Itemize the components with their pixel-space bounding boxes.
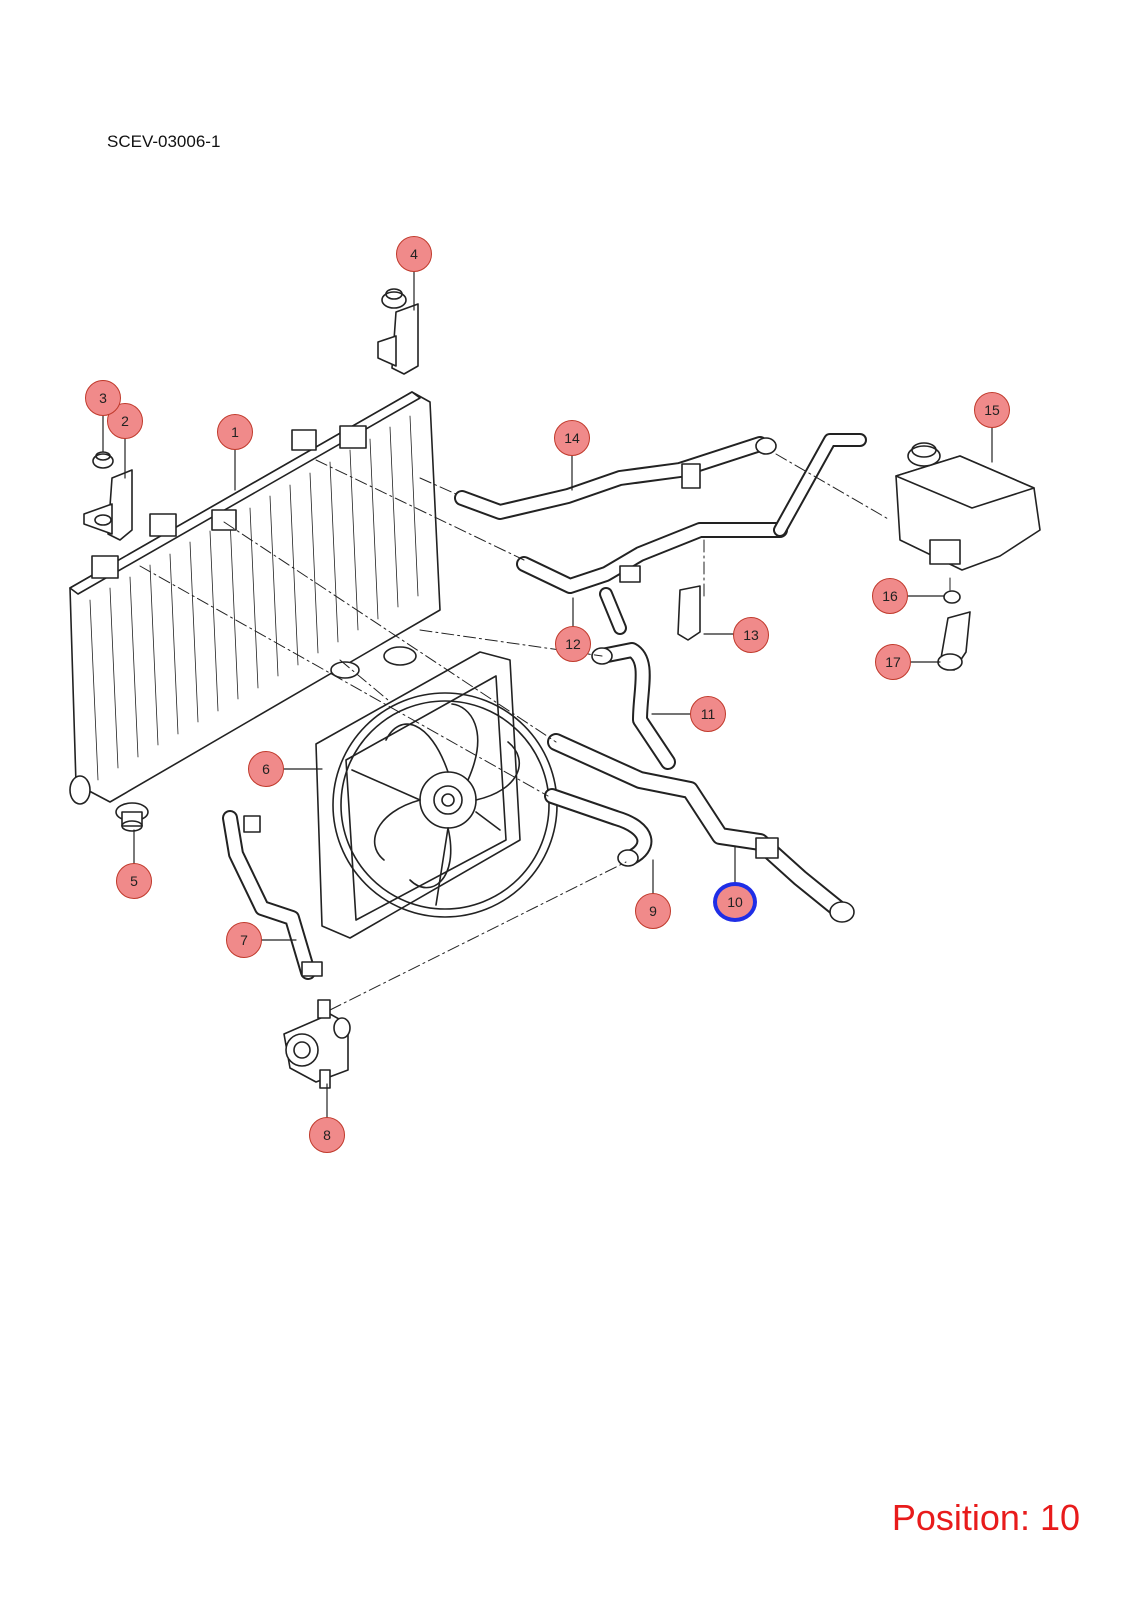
water-pump	[283, 999, 351, 1089]
diagram-code: SCEV-03006-1	[107, 132, 221, 151]
fan-assembly	[315, 651, 558, 939]
assembly-lines	[139, 453, 951, 1011]
hose-clip-13	[677, 585, 701, 641]
callout-3[interactable]: 3	[85, 380, 121, 416]
callout-9[interactable]: 9	[635, 893, 671, 929]
bracket-upper-left	[83, 451, 133, 541]
lower-mount	[115, 646, 417, 832]
hose-12	[516, 522, 788, 635]
tank-bracket	[937, 590, 971, 671]
callout-11[interactable]: 11	[690, 696, 726, 732]
callout-13[interactable]: 13	[733, 617, 769, 653]
leader-lines	[102, 269, 993, 1119]
callout-8[interactable]: 8	[309, 1117, 345, 1153]
callout-7[interactable]: 7	[226, 922, 262, 958]
callout-4[interactable]: 4	[396, 236, 432, 272]
callout-10[interactable]: 10	[713, 882, 757, 922]
hose-11	[591, 642, 676, 770]
hose-14	[454, 433, 867, 537]
callout-14[interactable]: 14	[554, 420, 590, 456]
callout-12[interactable]: 12	[555, 626, 591, 662]
hose-9	[544, 788, 653, 867]
callout-17[interactable]: 17	[875, 644, 911, 680]
callout-5[interactable]: 5	[116, 863, 152, 899]
position-readout: Position: 10	[891, 1497, 1080, 1538]
hose-7	[222, 810, 323, 980]
radiator	[69, 391, 441, 805]
callout-15[interactable]: 15	[974, 392, 1010, 428]
callout-1[interactable]: 1	[217, 414, 253, 450]
expansion-tank	[895, 442, 1041, 571]
hose-10	[547, 733, 855, 923]
bracket-upper-top	[377, 288, 419, 375]
callout-6[interactable]: 6	[248, 751, 284, 787]
callout-16[interactable]: 16	[872, 578, 908, 614]
